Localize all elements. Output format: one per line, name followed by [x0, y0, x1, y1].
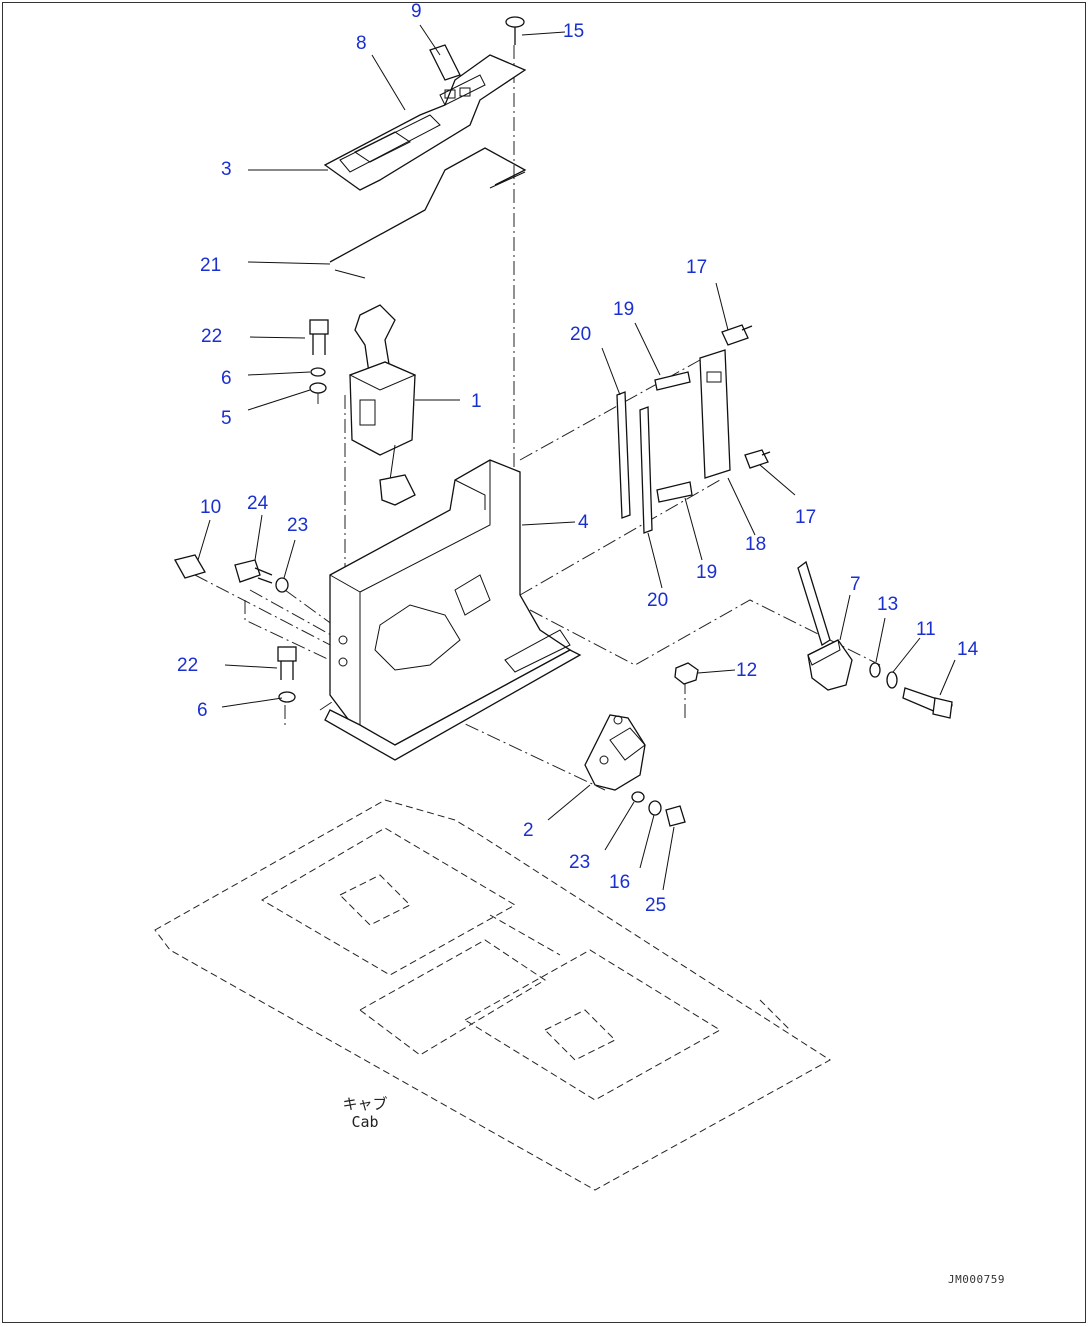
console-cover: [323, 44, 527, 191]
cab-label-jp: キャブ: [342, 1095, 388, 1113]
callout-23-upper: 23: [287, 515, 309, 536]
cab-label: キャブ Cab: [325, 1095, 405, 1131]
shift-lever-unit: [348, 304, 417, 506]
callout-1: 1: [471, 391, 482, 412]
callout-6-lower: 6: [197, 700, 208, 721]
relay-part-2: [584, 714, 646, 791]
callout-12: 12: [736, 660, 758, 681]
callout-11: 11: [916, 619, 936, 640]
callout-2: 2: [523, 820, 534, 841]
callout-22-upper: 22: [201, 326, 223, 347]
bolt-stack-upper: [309, 319, 329, 394]
callout-24: 24: [247, 493, 269, 514]
drawing-number: JM000759: [948, 1273, 1005, 1286]
callout-16: 16: [609, 872, 631, 893]
callout-8: 8: [356, 33, 367, 54]
callout-19-upper: 19: [613, 299, 635, 320]
side-plates: [616, 349, 731, 534]
callout-17-upper: 17: [686, 257, 708, 278]
callout-5: 5: [221, 408, 232, 429]
callout-3: 3: [221, 159, 232, 180]
cab-floor: [154, 799, 831, 1191]
callout-6-upper: 6: [221, 368, 232, 389]
callout-4: 4: [578, 512, 589, 533]
callout-23-lower: 23: [569, 852, 591, 873]
callout-20-upper: 20: [570, 324, 592, 345]
callout-25: 25: [645, 895, 667, 916]
screw-15: [505, 16, 525, 45]
callout-17-lower: 17: [795, 507, 817, 528]
leader-lines: [197, 24, 956, 891]
cab-label-en: Cab: [351, 1113, 379, 1131]
nut-12: [674, 662, 699, 685]
callout-14: 14: [957, 639, 979, 660]
callout-20-lower: 20: [647, 590, 669, 611]
lever-part-7: [797, 560, 853, 691]
callout-22-lower: 22: [177, 655, 199, 676]
assembly-lines: [194, 45, 881, 791]
fasteners-13-11-14: [869, 662, 953, 719]
callout-18: 18: [745, 534, 767, 555]
bolt-stack-lower: [277, 646, 297, 703]
callout-19-lower: 19: [696, 562, 718, 583]
seal-strip: [329, 147, 527, 263]
fasteners-23-16-25: [631, 791, 686, 827]
callout-7: 7: [850, 574, 861, 595]
callout-13: 13: [877, 594, 899, 615]
callout-15: 15: [563, 21, 585, 42]
callout-21: 21: [200, 255, 222, 276]
callout-10: 10: [200, 497, 222, 518]
console-box: [324, 459, 582, 761]
callout-9: 9: [411, 1, 422, 22]
bolts-17: [721, 324, 771, 469]
left-fasteners: [174, 554, 289, 593]
